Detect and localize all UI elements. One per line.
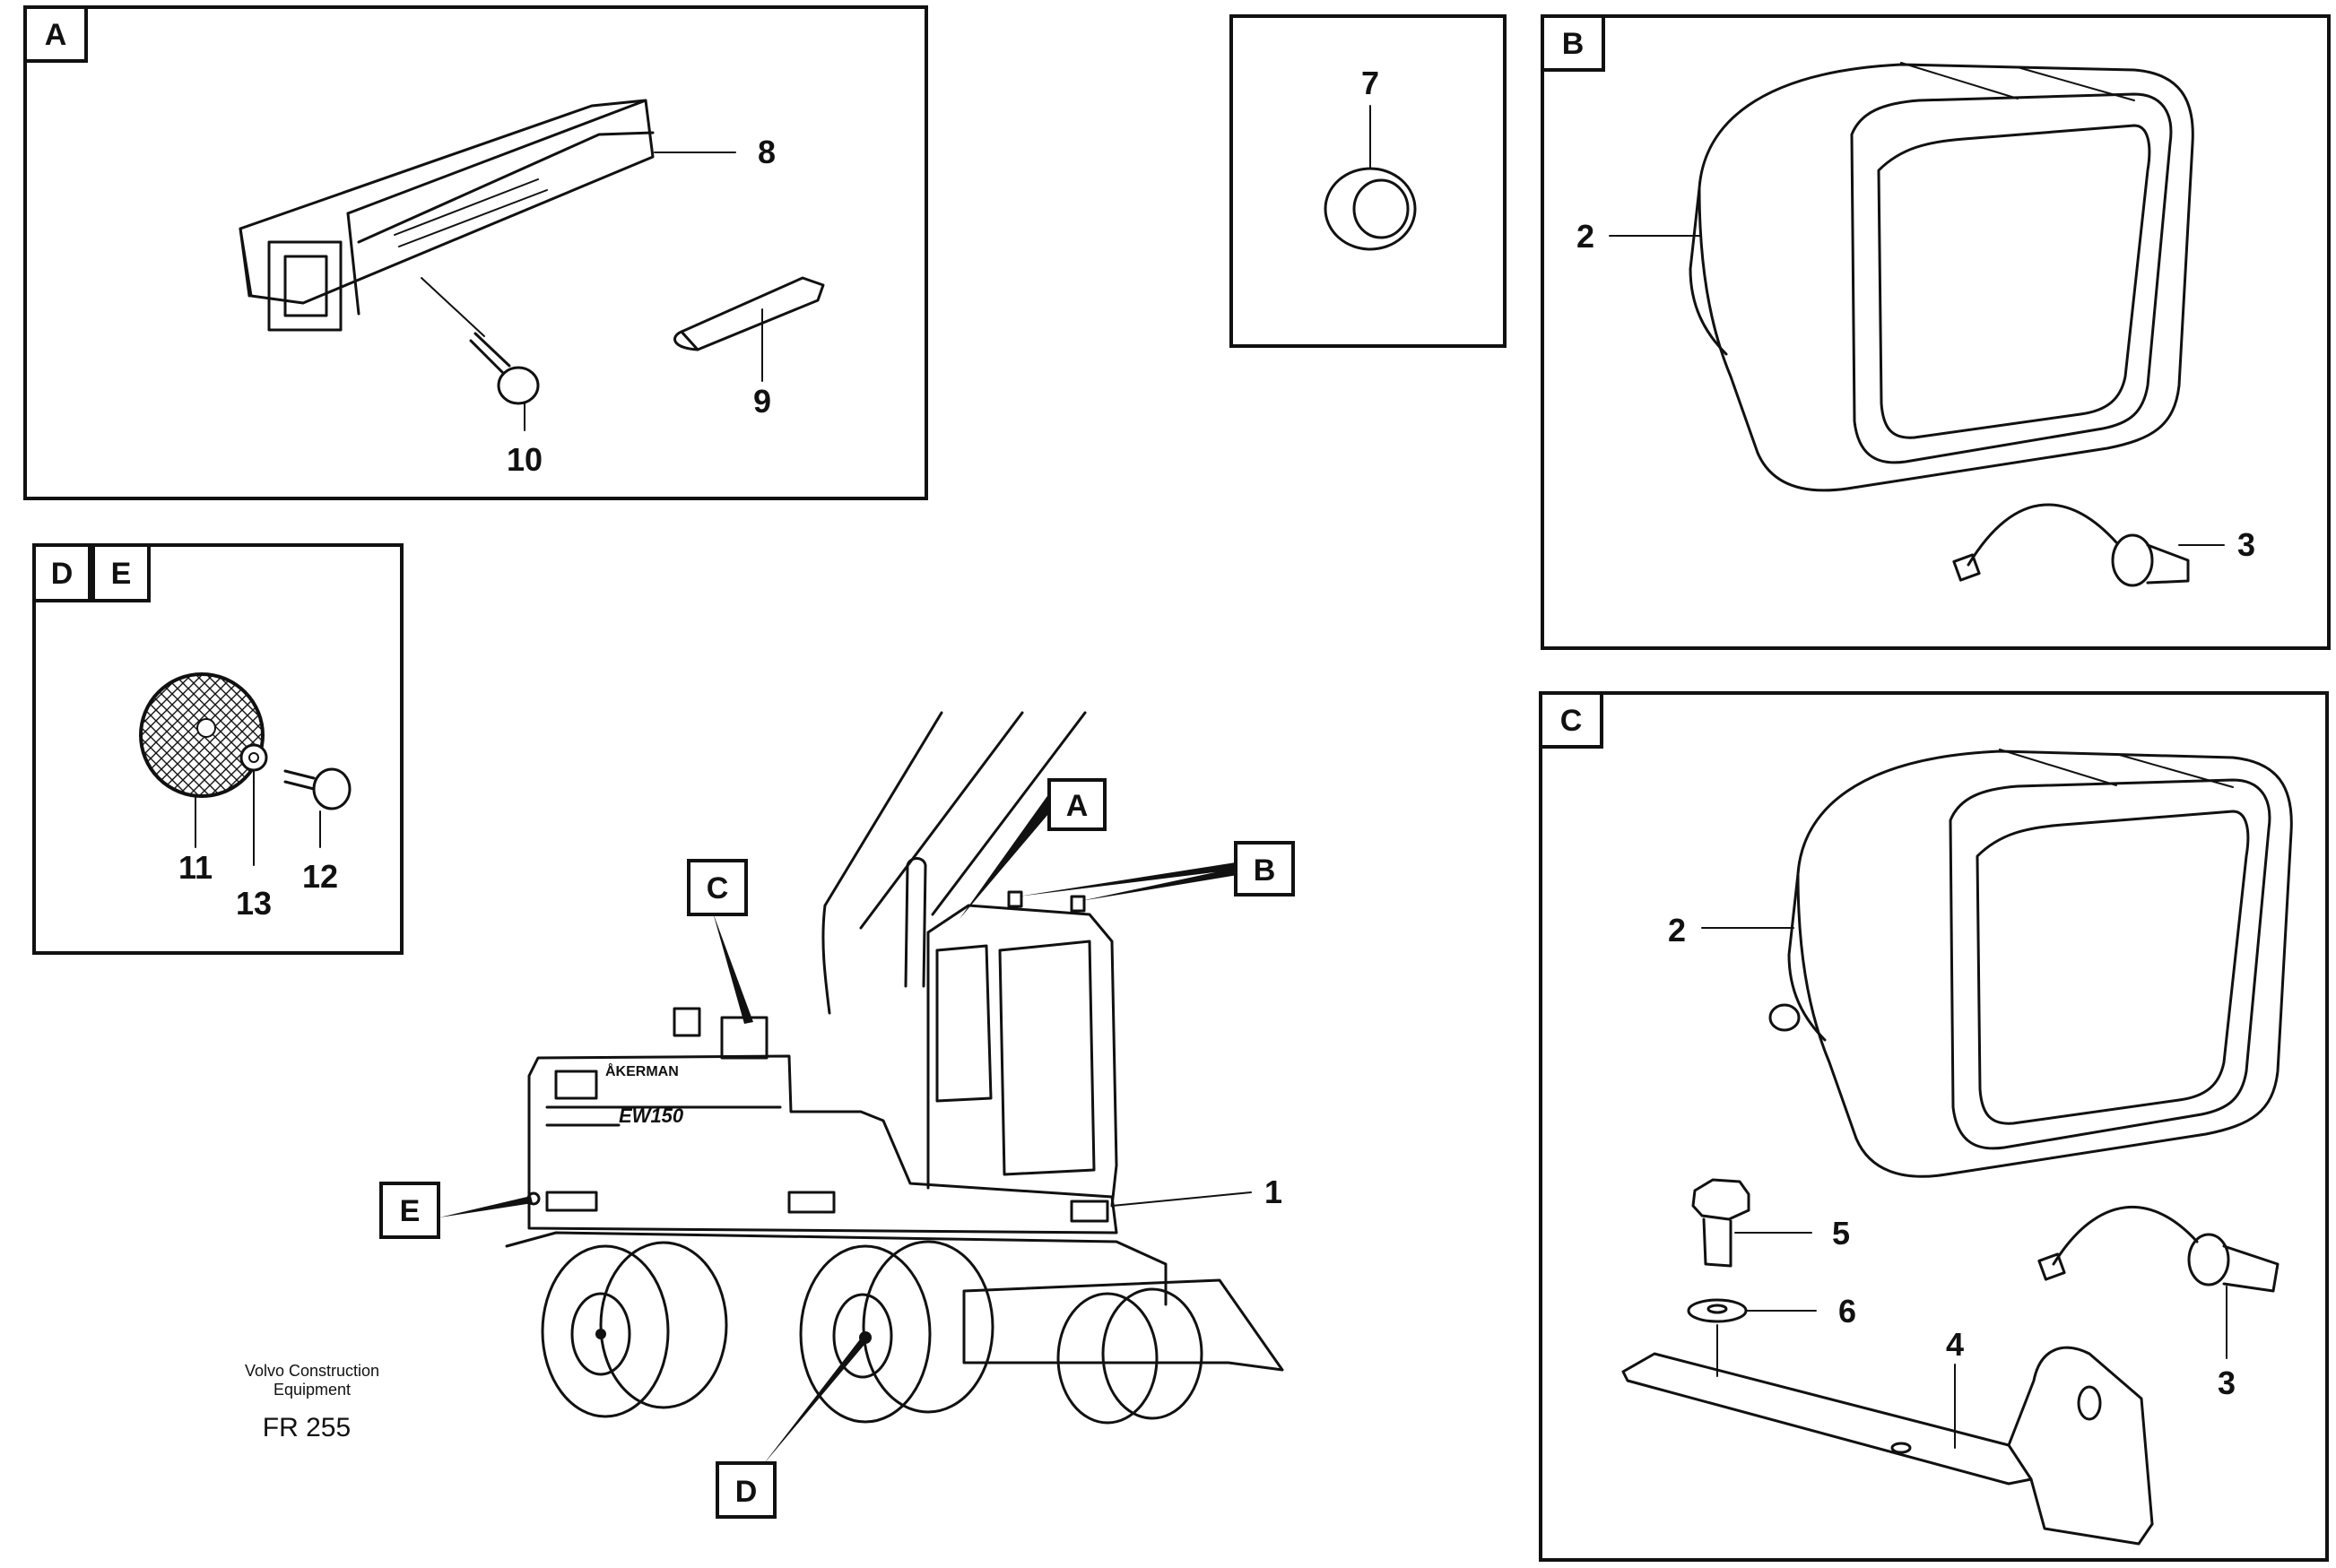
callout-10: 10 — [507, 441, 543, 478]
tag-a: A — [1066, 789, 1089, 823]
callout-8: 8 — [758, 134, 776, 170]
caption-line-1: Volvo Construction — [245, 1362, 379, 1380]
panel-b: B 2 3 — [1541, 14, 2331, 650]
leader-tag-e — [439, 1196, 533, 1217]
callout-3-b: 3 — [2237, 526, 2255, 563]
callout-1: 1 — [1264, 1174, 1282, 1210]
leader-10-shaft — [421, 277, 485, 337]
panel-grommet-frame — [1229, 14, 1507, 348]
panel-b-frame — [1541, 14, 2331, 650]
caption-line-2: Equipment — [274, 1381, 351, 1399]
panel-c-letter-box — [1539, 691, 1603, 749]
dozer-side-wheels — [1056, 1287, 1203, 1425]
panel-b-letter: B — [1562, 27, 1585, 61]
seat-headrest — [673, 1007, 701, 1037]
panel-c-letter: C — [1560, 704, 1583, 738]
tag-d: D — [735, 1475, 758, 1509]
rear-lamp-e — [545, 1191, 598, 1212]
excavator-overview: ÅKERMAN EW150 — [505, 711, 1284, 1425]
callout-9: 9 — [753, 383, 771, 420]
upper-structure — [527, 1054, 1118, 1234]
screw-12 — [283, 767, 352, 810]
work-lamp-c — [1768, 749, 2293, 1178]
leader-1 — [1111, 1191, 1252, 1207]
rear-wheels — [541, 1241, 728, 1418]
callout-6: 6 — [1838, 1293, 1856, 1330]
bulb-3-c — [2037, 1205, 2280, 1293]
cab-side-window — [935, 944, 993, 1103]
chassis — [505, 1231, 1168, 1306]
leader-tag-a — [960, 793, 1058, 919]
callout-4: 4 — [1946, 1326, 1964, 1363]
panel-de: D E 11 12 13 — [32, 543, 404, 955]
front-wheels — [799, 1240, 994, 1424]
callout-2-c: 2 — [1668, 912, 1686, 949]
leader-tag-c — [713, 913, 753, 1024]
washer-6 — [1687, 1298, 1748, 1323]
bulb-9 — [673, 276, 825, 351]
tag-e: E — [400, 1194, 421, 1228]
body-panel-lines — [545, 1105, 782, 1127]
decal-model: EW150 — [619, 1105, 684, 1127]
caption: Volvo Construction Equipment FR 255 — [245, 1362, 379, 1442]
drawing-code: FR 255 — [263, 1413, 351, 1442]
rear-lamp — [787, 1191, 836, 1214]
exhaust-stack — [904, 857, 927, 988]
panel-de-frame — [32, 543, 404, 955]
screw-10 — [469, 332, 540, 405]
front-lamp — [1070, 1200, 1109, 1223]
grommet-7-hole — [1352, 178, 1410, 239]
panel-grommet: 7 — [1229, 14, 1507, 348]
overview-tags: A B C D E 1 — [379, 778, 1295, 1519]
panel-a-frame — [23, 5, 928, 500]
tag-d-box — [716, 1461, 777, 1519]
tag-b-box — [1234, 841, 1295, 897]
boom-base — [821, 904, 831, 1015]
panel-c-frame — [1539, 691, 2329, 1562]
lamp-b-right-on-cab — [1070, 895, 1086, 913]
side-marker-lamp — [239, 99, 655, 332]
panel-c: C — [1539, 691, 2329, 1562]
washer-13 — [239, 743, 268, 772]
panel-a: A 8 9 10 — [23, 5, 928, 500]
tag-e-box — [379, 1182, 440, 1239]
grommet-7 — [1324, 167, 1417, 251]
callout-3-c: 3 — [2218, 1364, 2236, 1401]
tag-a-box — [1047, 778, 1107, 831]
panel-a-letter-box — [23, 5, 88, 63]
leader-tag-d — [762, 1336, 868, 1466]
panel-e-letter-box — [91, 543, 151, 602]
callout-2-b: 2 — [1576, 218, 1594, 255]
bolt-5 — [1691, 1178, 1750, 1268]
cab — [926, 904, 1118, 1208]
panel-b-letter-box — [1541, 14, 1605, 72]
cab-door-window — [998, 940, 1096, 1176]
leader-tag-b — [1018, 862, 1237, 901]
boom — [823, 711, 1087, 930]
tag-c-box — [687, 859, 748, 916]
callout-11: 11 — [178, 849, 213, 886]
bulb-3-b — [1952, 503, 2190, 587]
panel-e-letter: E — [111, 557, 132, 591]
bracket-4 — [1621, 1324, 2154, 1546]
panel-d-letter: D — [51, 557, 74, 591]
dozer-blade — [962, 1278, 1284, 1372]
callout-12: 12 — [302, 858, 338, 895]
callout-5: 5 — [1832, 1215, 1850, 1252]
work-lamp-b — [1689, 62, 2194, 492]
lamp-b-left-on-cab — [1007, 890, 1023, 908]
callout-13: 13 — [236, 885, 272, 922]
callout-7: 7 — [1361, 65, 1379, 101]
panel-a-letter: A — [45, 18, 67, 52]
tag-c: C — [707, 871, 729, 905]
panel-d-letter-box — [32, 543, 91, 602]
reflector-11 — [139, 672, 265, 798]
body-vent — [554, 1070, 598, 1100]
decal-brand: ÅKERMAN — [605, 1062, 679, 1079]
tag-b: B — [1254, 853, 1276, 888]
